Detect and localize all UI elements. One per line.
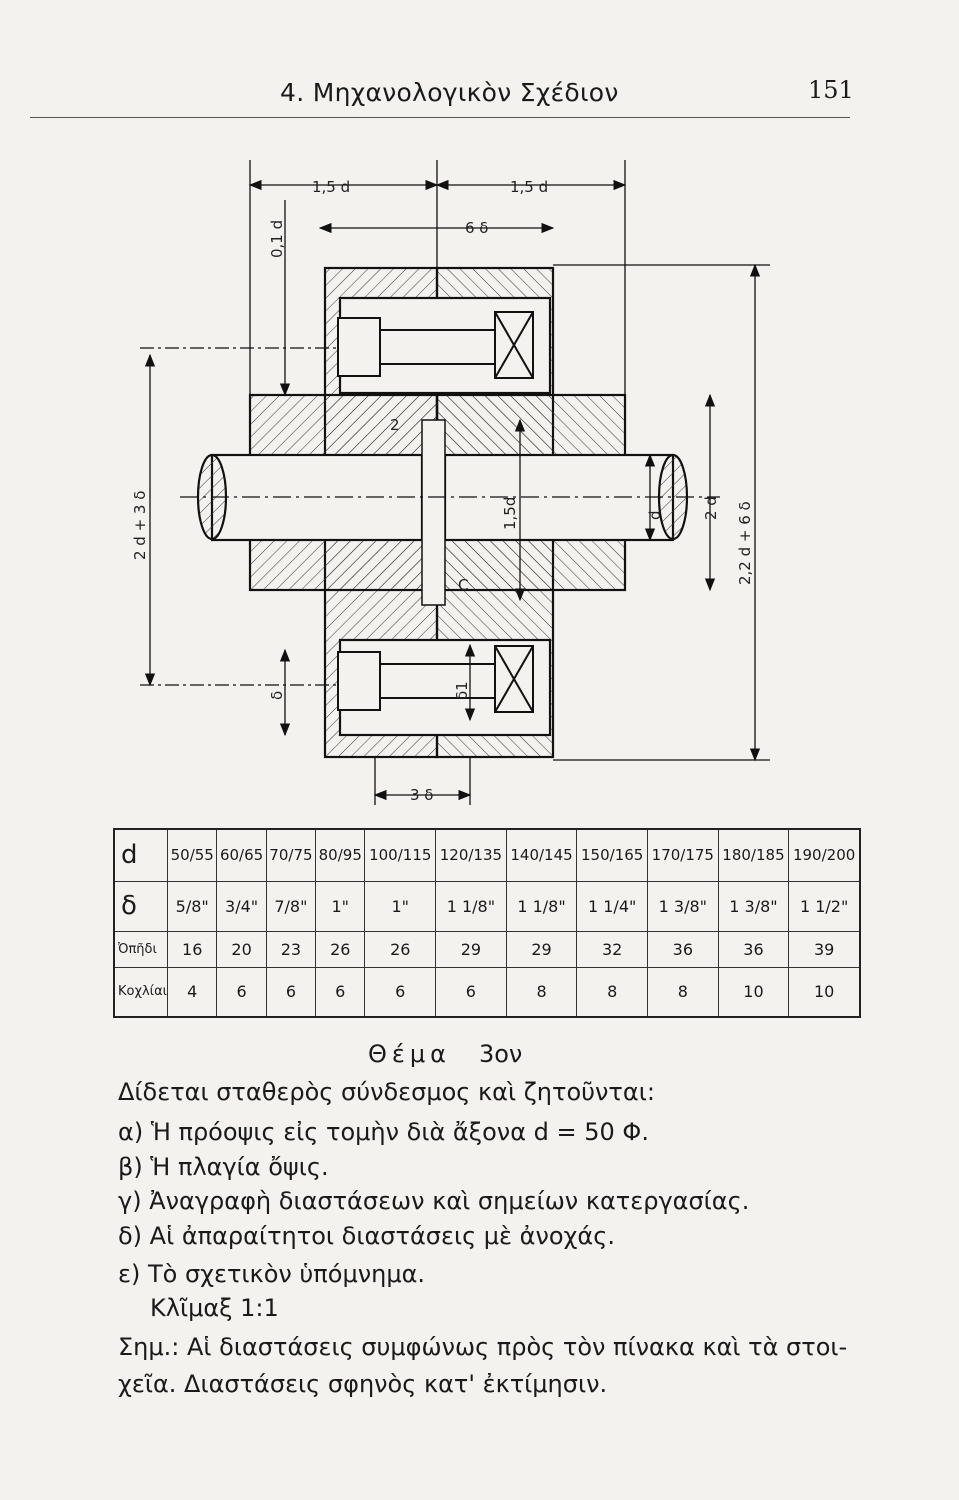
bolt-shank-bottom <box>379 663 496 699</box>
dim-hub-inner: 1,5d <box>501 497 519 530</box>
row-header-holes: Ὀπῆδι <box>113 930 169 968</box>
dim-gap: 2 <box>390 416 400 434</box>
dim-top-left: 1,5 d <box>312 178 350 196</box>
table-cell: 10 <box>788 966 861 1018</box>
table-cell: 1 1/8" <box>505 880 578 932</box>
bolt-shank-top <box>379 329 496 365</box>
table-cell: 190/200 <box>788 828 861 882</box>
table-cell: 1" <box>315 880 366 932</box>
text-line: χεῖα. Διαστάσεις σφηνὸς κατ' ἐκτίμησιν. <box>118 1370 608 1398</box>
text-line: Δίδεται σταθερὸς σύνδεσμος καὶ ζητοῦνται… <box>118 1078 655 1106</box>
table-cell: 170/175 <box>647 828 719 882</box>
dim-bottom: 3 δ <box>410 786 434 804</box>
table-cell: 23 <box>265 930 317 968</box>
text-line: α) Ἡ πρόοψις εἰς τομὴν διὰ ἄξονα d = 50 … <box>118 1118 649 1146</box>
theme-word: Θέμα <box>368 1040 451 1068</box>
table-cell: 10 <box>717 966 790 1018</box>
table-cell: 16 <box>167 930 218 968</box>
table-row: δ 5/8"3/4"7/8"1"1"1 1/8"1 1/8"1 1/4"1 3/… <box>113 880 861 932</box>
table-cell: 60/65 <box>216 828 267 882</box>
bolt-nut-top <box>337 317 381 377</box>
table-cell: 29 <box>505 930 578 968</box>
table-cell: 1 1/4" <box>576 880 648 932</box>
dim-outer: 2,2 d + 6 δ <box>736 501 754 585</box>
table-cell: 100/115 <box>364 828 437 882</box>
bolts <box>337 311 534 713</box>
table-cell: 7/8" <box>265 880 317 932</box>
table-cell: 6 <box>265 966 317 1018</box>
table-cell: 4 <box>167 966 218 1018</box>
table-cell: 6 <box>315 966 366 1018</box>
table-cell: 6 <box>364 966 437 1018</box>
coupling-drawing: 1,5 d 1,5 d 6 δ 0,1 d 2 2 d + 3 δ 1,5d d… <box>131 160 770 805</box>
row-header-bolts: Κοχλίαι <box>113 966 169 1018</box>
page-number: 151 <box>808 76 854 104</box>
text-line: Κλῖμαξ 1:1 <box>150 1294 279 1322</box>
row-header-delta: δ <box>113 880 169 932</box>
text-line: β) Ἡ πλαγία ὄψις. <box>118 1153 329 1181</box>
table-cell: 3/4" <box>216 880 267 932</box>
table-cell: 120/135 <box>435 828 507 882</box>
table-cell: 1 3/8" <box>717 880 790 932</box>
exercise-title: Θέμα 3ον <box>368 1040 522 1068</box>
table-cell: 50/55 <box>167 828 218 882</box>
table-cell: 26 <box>364 930 437 968</box>
dim-step: 0,1 d <box>268 220 286 258</box>
dimension-lines <box>140 160 770 805</box>
table-cell: 26 <box>315 930 366 968</box>
table-cell: 150/165 <box>576 828 648 882</box>
table-cell: 180/185 <box>717 828 790 882</box>
table-cell: 80/95 <box>315 828 366 882</box>
table-cell: 32 <box>576 930 648 968</box>
table-cell: 1 1/8" <box>435 880 507 932</box>
text-line: Σημ.: Αἱ διαστάσεις συμφώνως πρὸς τὸν πί… <box>118 1333 848 1361</box>
table-cell: 36 <box>717 930 790 968</box>
table-cell: 20 <box>216 930 267 968</box>
table-cell: 6 <box>216 966 267 1018</box>
table-cell: 29 <box>435 930 507 968</box>
table-cell: 5/8" <box>167 880 218 932</box>
dim-hub: 2 d <box>702 496 720 520</box>
theme-number: 3ον <box>478 1040 523 1068</box>
table-cell: 8 <box>647 966 719 1018</box>
table-cell: 1 3/8" <box>647 880 719 932</box>
dim-flange-width: 6 δ <box>465 219 489 237</box>
bolt-nut-bottom <box>337 651 381 711</box>
dim-top-right: 1,5 d <box>510 178 548 196</box>
dim-delta1: δ1 <box>453 681 471 700</box>
table-cell: 39 <box>788 930 861 968</box>
dim-clearance: C <box>458 576 468 594</box>
table-cell: 36 <box>647 930 719 968</box>
table-cell: 140/145 <box>505 828 578 882</box>
table-cell: 8 <box>505 966 578 1018</box>
table-cell: 70/75 <box>265 828 317 882</box>
dim-bolt-circle: 2 d + 3 δ <box>131 491 149 560</box>
table-cell: 8 <box>576 966 648 1018</box>
chapter-title: 4. Μηχανολογικὸν Σχέδιον <box>280 78 619 107</box>
table-cell: 6 <box>435 966 507 1018</box>
text-line: γ) Ἀναγραφὴ διαστάσεων καὶ σημείων κατερ… <box>118 1187 750 1215</box>
row-header-d: d <box>113 828 169 882</box>
dim-delta: δ <box>268 691 286 700</box>
table-cell: 1 1/2" <box>788 880 861 932</box>
text-line: ε) Τὸ σχετικὸν ὑπόμνημα. <box>118 1260 426 1288</box>
table-cell: 1" <box>364 880 437 932</box>
dim-shaft: d <box>646 510 664 520</box>
header-rule <box>30 117 850 118</box>
text-line: δ) Αἱ ἀπαραίτητοι διαστάσεις μὲ ἀνοχάς. <box>118 1222 615 1250</box>
